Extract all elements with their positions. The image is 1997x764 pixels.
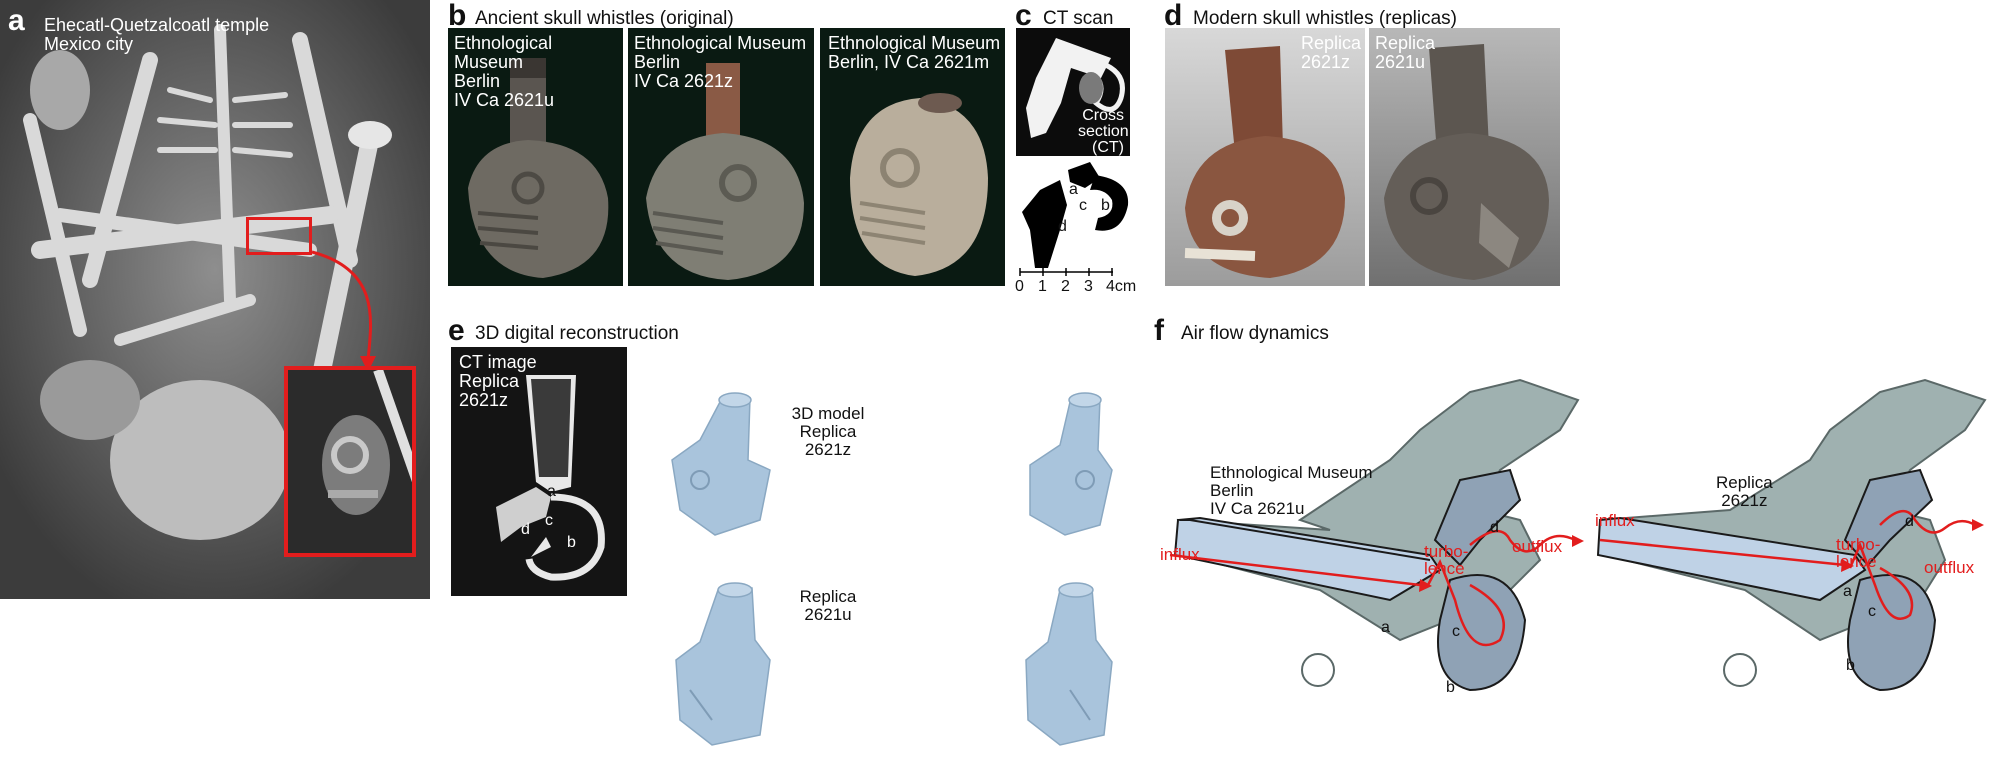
ct-scan-cross-section-image: Cross section (CT) [1016,28,1130,156]
airflow-left-segment-c: c [1452,623,1460,640]
panel-d-letter: d [1164,0,1183,32]
panel-d-title: Modern skull whistles (replicas) [1193,8,1457,29]
panel-c-letter: c [1015,0,1032,32]
ct-segment-label-b: b [1101,197,1110,214]
airflow-left-segment-b: b [1446,679,1455,696]
zoom-connector-arrow [311,250,376,372]
panel-a-excavation-photo: Ehecatl-Quetzalcoatl temple Mexico city … [0,0,430,599]
photo-2621z-caption: Ethnological Museum Berlin IV Ca 2621z [634,33,807,91]
panel-a-skeleton-drawing [0,0,430,599]
original-whistle-photo-2621z: Ethnological Museum Berlin IV Ca 2621z [628,28,814,286]
panel-a-letter: a [8,4,25,37]
ct-segment-label-a: a [1069,181,1078,198]
ct-image-segment-a: a [547,483,556,500]
airflow-left-outflux: outflux [1512,537,1563,556]
scale-tick-0: 0 [1015,278,1024,295]
ct-segment-label-d: d [1058,218,1067,235]
panel-f-letter: f [1154,314,1164,347]
replica-2621z-caption: Replica 2621z [1301,33,1362,72]
ct-segment-label-c: c [1079,197,1087,214]
original-whistle-photo-2621u: Ethnological Museum Berlin IV Ca 2621u [448,28,623,286]
scale-tick-1: 1 [1038,278,1047,295]
airflow-right-caption: Replica 2621z [1716,473,1773,510]
panel-e-letter: e [448,314,465,347]
replica-2621u-caption: Replica 2621u [1375,33,1436,72]
replica-whistle-photo-2621z: Replica 2621z [1165,28,1365,286]
original-whistle-photo-2621m: Ethnological Museum Berlin, IV Ca 2621m [820,28,1005,286]
ct-image-segment-c: c [545,512,553,529]
scale-tick-3: 3 [1084,278,1093,295]
scale-tick-4cm: 4cm [1106,278,1137,295]
airflow-left-caption: Ethnological Museum Berlin IV Ca 2621u [1210,463,1373,518]
panel-c-title: CT scan [1043,8,1114,29]
airflow-left-segment-d: d [1490,519,1499,536]
panel-b-title: Ancient skull whistles (original) [475,8,734,29]
airflow-right-segment-c: c [1868,603,1876,620]
ct-image-replica-2621z: CT image Replica 2621z a b c d [451,347,627,596]
ct-image-segment-d: d [521,521,530,538]
whistle-highlight-box [246,217,312,255]
airflow-right-segment-a: a [1843,583,1852,600]
ct-scan-caption: Cross section (CT) [1078,107,1129,156]
panel-e-title: 3D digital reconstruction [475,323,679,344]
ct-image-segment-b: b [567,534,576,551]
photo-2621u-caption: Ethnological Museum Berlin IV Ca 2621u [454,33,555,110]
replica-whistle-photo-2621u: Replica 2621u [1369,28,1560,286]
3d-model-bottom-caption: Replica 2621u [799,587,857,624]
photo-2621m-caption: Ethnological Museum Berlin, IV Ca 2621m [828,33,1001,72]
airflow-right-outflux: outflux [1924,558,1975,577]
panel-a-caption: Ehecatl-Quetzalcoatl temple Mexico city [44,15,270,54]
ct-image-caption: CT image Replica 2621z [459,352,537,410]
scale-tick-2: 2 [1061,278,1070,295]
airflow-right-segment-b: b [1846,657,1855,674]
airflow-right-influx: influx [1595,511,1635,530]
airflow-model-2621u [1173,378,1580,692]
3d-model-top-caption: 3D model Replica 2621z [791,404,865,459]
airflow-right-segment-d: d [1905,513,1914,530]
airflow-right-turbulence: turbo- lence [1836,535,1881,571]
airflow-left-influx: influx [1160,545,1200,564]
panel-b-letter: b [448,0,467,32]
whistle-zoom-inset [284,366,416,557]
airflow-left-segment-a: a [1381,619,1390,636]
airflow-model-2621z [1596,378,1987,692]
panel-f-title: Air flow dynamics [1181,323,1329,344]
airflow-left-turbulence: turbo- lence [1424,542,1469,578]
